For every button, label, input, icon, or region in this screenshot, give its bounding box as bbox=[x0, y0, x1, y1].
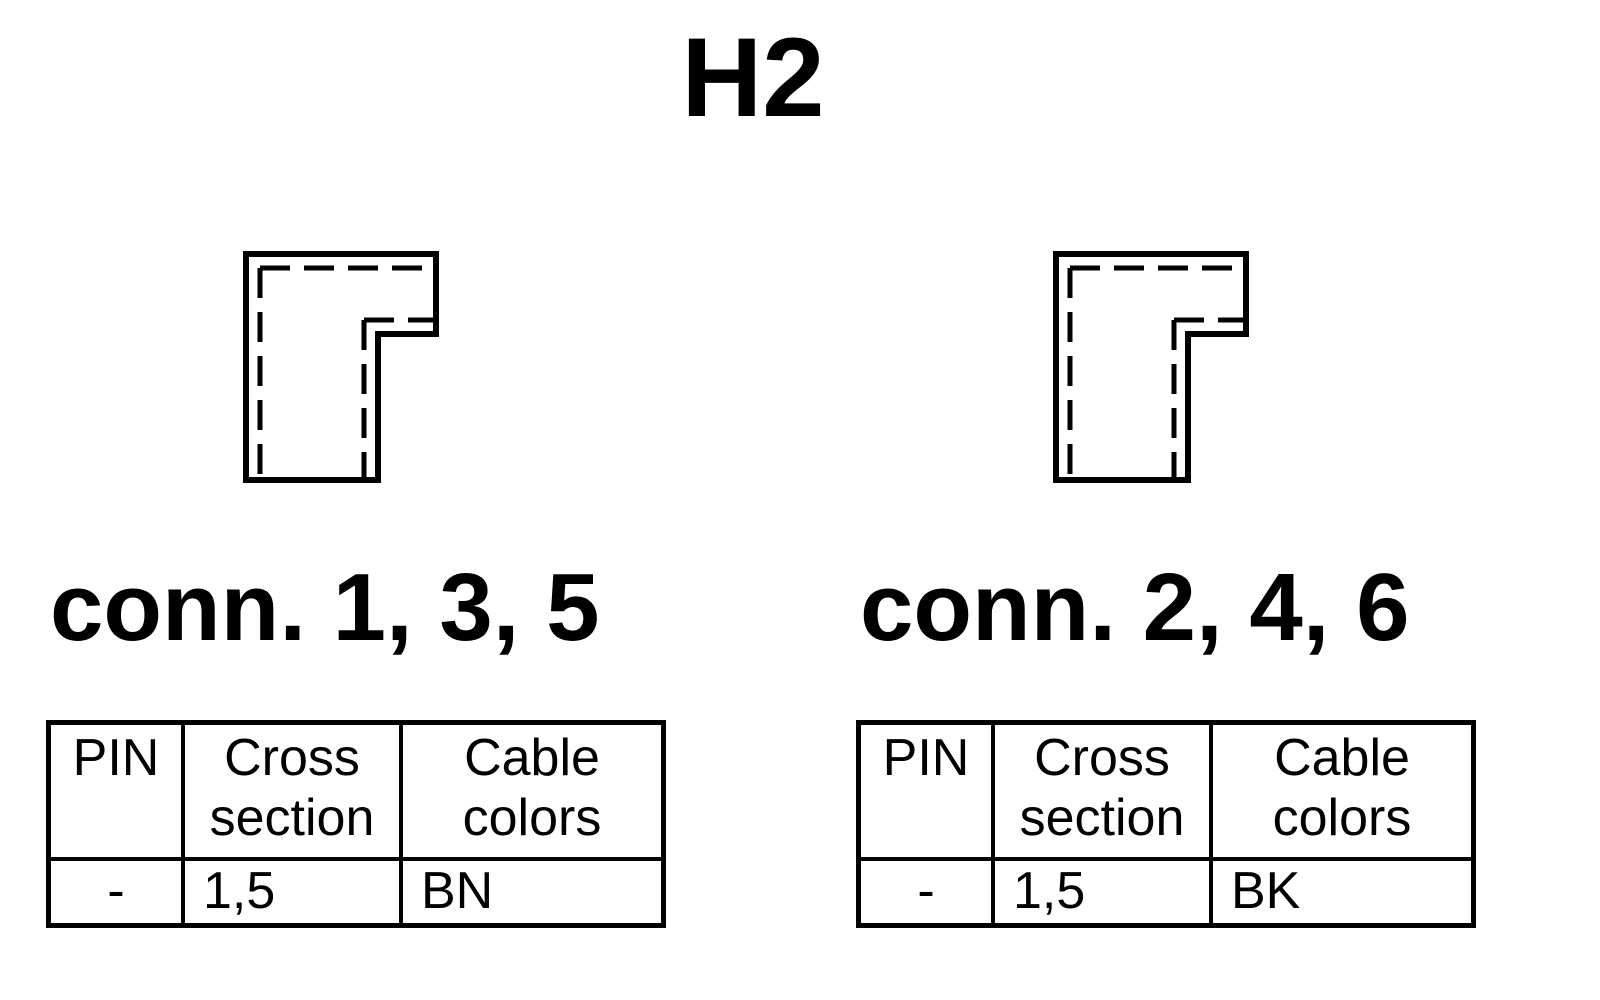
table-header-row: PIN Cross section Cable colors bbox=[856, 720, 1476, 861]
table-row: - 1,5 BN bbox=[46, 857, 666, 928]
connector-shape-icon bbox=[243, 251, 439, 483]
header-cross-section: Cross section bbox=[991, 720, 1213, 861]
cell-pin: - bbox=[46, 857, 185, 928]
connector-label: conn. 1, 3, 5 bbox=[50, 554, 600, 661]
header-pin-label: PIN bbox=[882, 729, 970, 787]
header-line: section bbox=[1019, 788, 1185, 847]
cell-cable-color: BK bbox=[1209, 857, 1476, 928]
header-line: colors bbox=[462, 788, 602, 847]
header-line: Cross bbox=[224, 729, 360, 787]
connector-label: conn. 2, 4, 6 bbox=[860, 554, 1410, 661]
header-line: section bbox=[209, 788, 375, 847]
header-pin-label: PIN bbox=[72, 729, 160, 787]
header-cable-colors: Cable colors bbox=[1209, 720, 1476, 861]
header-cross-section: Cross section bbox=[181, 720, 403, 861]
header-pin: PIN bbox=[856, 720, 995, 861]
header-line: Cross bbox=[1034, 729, 1170, 787]
cell-pin: - bbox=[856, 857, 995, 928]
header-line: Cable bbox=[1274, 729, 1410, 787]
connector-shape-icon bbox=[1053, 251, 1249, 483]
diagram-title: H2 bbox=[681, 15, 825, 140]
cell-cable-color: BN bbox=[399, 857, 666, 928]
pin-table: PIN Cross section Cable colors - 1,5 BK bbox=[856, 720, 1476, 928]
cell-cross-section: 1,5 bbox=[991, 857, 1213, 928]
cell-cross-section: 1,5 bbox=[181, 857, 403, 928]
pin-table: PIN Cross section Cable colors - 1,5 BN bbox=[46, 720, 666, 928]
header-line: Cable bbox=[464, 729, 600, 787]
table-header-row: PIN Cross section Cable colors bbox=[46, 720, 666, 861]
header-line: colors bbox=[1272, 788, 1412, 847]
table-row: - 1,5 BK bbox=[856, 857, 1476, 928]
header-pin: PIN bbox=[46, 720, 185, 861]
header-cable-colors: Cable colors bbox=[399, 720, 666, 861]
